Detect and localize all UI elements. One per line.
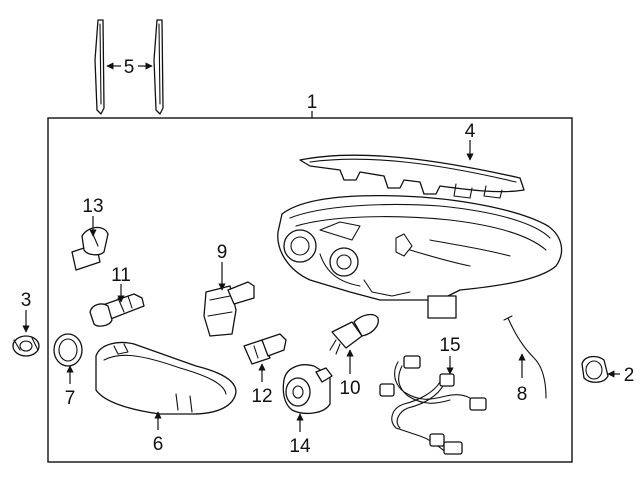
harness-connector-c xyxy=(379,383,395,397)
callout-2: 2 xyxy=(624,365,635,386)
headlamp-bulb-9 xyxy=(203,281,255,337)
callout-11: 11 xyxy=(111,265,131,286)
callout-1: 1 xyxy=(307,92,318,113)
harness-connector-e xyxy=(429,433,445,447)
callout-15: 15 xyxy=(439,335,460,356)
bulb-socket-11 xyxy=(89,293,145,327)
low-beam-lens xyxy=(283,229,317,263)
retainer-clip-3 xyxy=(12,335,40,357)
access-cover-6 xyxy=(95,341,237,415)
callout-5: 5 xyxy=(124,57,135,78)
bulb-socket-12 xyxy=(243,333,287,365)
callout-4: 4 xyxy=(465,121,476,142)
high-beam-lens xyxy=(329,247,359,277)
callout-10: 10 xyxy=(339,378,360,399)
assembly-frame xyxy=(47,117,573,463)
side-marker-bulb xyxy=(71,226,109,271)
headlamp-bulb-10 xyxy=(329,313,379,355)
callout-8: 8 xyxy=(517,384,528,405)
cap-2 xyxy=(581,355,609,383)
callout-13: 13 xyxy=(82,196,103,217)
mounting-clip-left xyxy=(94,19,105,115)
harness-connector-b xyxy=(439,373,455,387)
callout-9: 9 xyxy=(217,242,228,263)
igniter-module-14 xyxy=(282,364,333,415)
headlamp-housing xyxy=(277,195,563,319)
seal-ring-7 xyxy=(53,333,83,367)
wiring-harness-15 xyxy=(379,355,487,455)
upper-trim-bracket xyxy=(299,154,525,199)
leveling-rod-8 xyxy=(503,315,547,399)
callout-6: 6 xyxy=(153,434,164,455)
mounting-clip-right xyxy=(153,19,164,115)
harness-connector-f xyxy=(443,441,463,455)
callout-14: 14 xyxy=(289,436,311,457)
harness-connector-d xyxy=(469,397,487,411)
callout-3: 3 xyxy=(21,290,32,311)
harness-connector-a xyxy=(403,355,421,369)
callout-12: 12 xyxy=(251,386,272,407)
housing-mount-tab xyxy=(427,295,457,319)
callout-7: 7 xyxy=(65,388,76,409)
